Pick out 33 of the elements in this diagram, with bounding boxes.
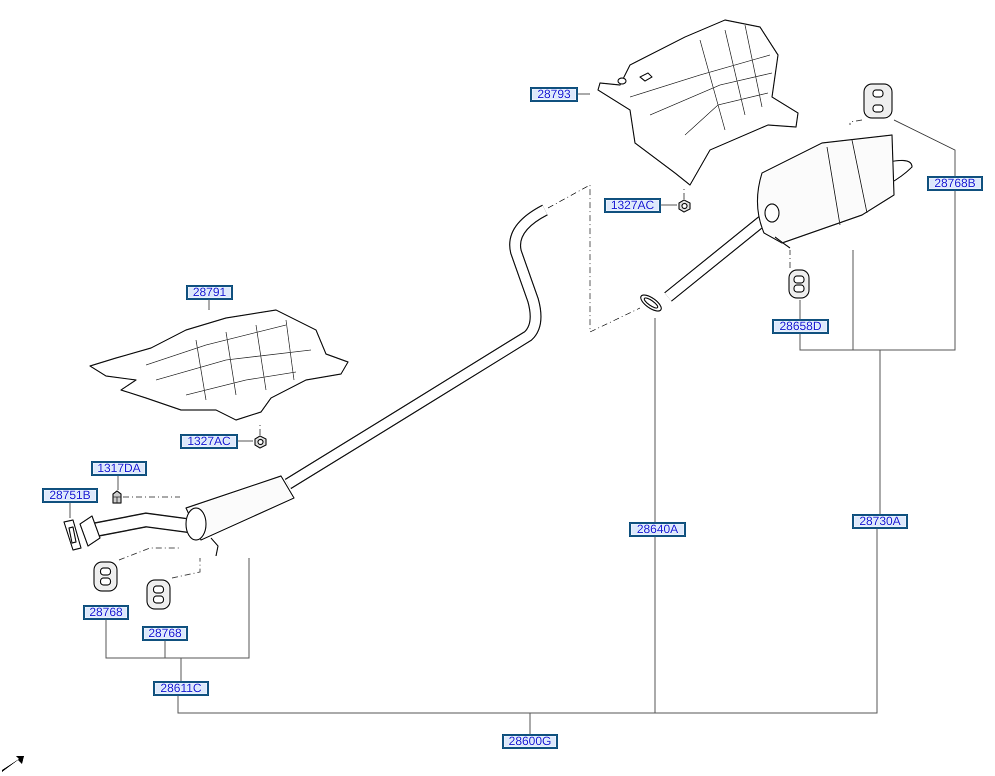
part-number: 1327AC [180, 434, 238, 449]
rubber-hanger-drawing [92, 560, 119, 593]
center-line [122, 496, 180, 498]
nut-drawing [253, 435, 268, 449]
part-number: 28768 [83, 605, 129, 620]
leader-line [238, 440, 254, 442]
nut-drawing [677, 199, 692, 213]
part-number: 28658D [772, 319, 829, 334]
part-number: 28640A [629, 522, 686, 537]
part-number: 28793 [530, 87, 578, 102]
part-number: 28730A [852, 514, 908, 529]
center-line [172, 558, 200, 578]
gasket-drawing [61, 518, 83, 552]
part-number: 28600G [502, 734, 558, 749]
rubber-hanger-drawing [787, 268, 811, 300]
clip-drawing [111, 490, 123, 505]
leader-line [852, 250, 880, 514]
leader-line [654, 318, 656, 522]
leader-line [660, 204, 678, 206]
part-number: 1327AC [604, 198, 661, 213]
leader-line [208, 300, 210, 310]
center-line [118, 548, 180, 560]
part-number: 28791 [186, 285, 233, 300]
rubber-hanger-drawing [145, 578, 172, 611]
leader-line [180, 558, 250, 682]
part-number: 28611C [153, 681, 209, 696]
part-number: 28768B [927, 176, 983, 191]
rubber-hanger-drawing [862, 82, 894, 120]
leader-line [894, 120, 956, 176]
part-number: 1317DA [91, 461, 147, 476]
part-number: 28751B [42, 488, 98, 503]
center-line [850, 120, 862, 126]
part-number: 28768 [142, 626, 188, 641]
